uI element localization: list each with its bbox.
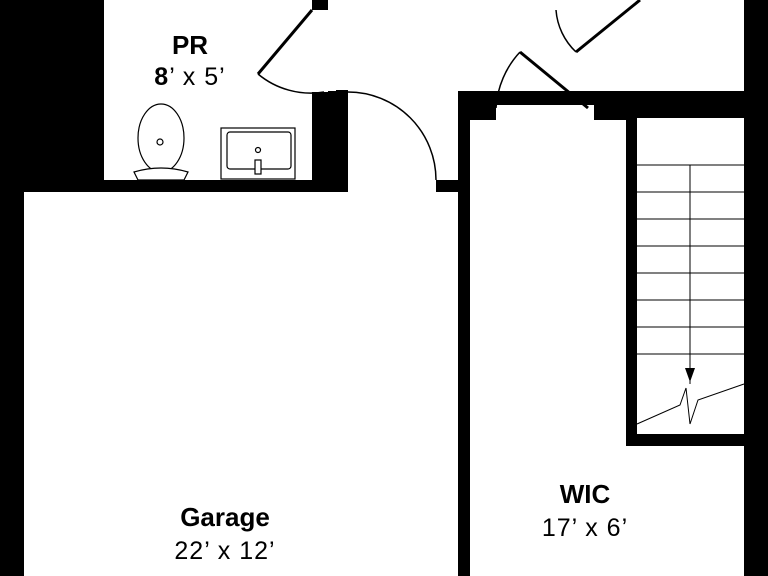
stair-break-line <box>636 383 745 425</box>
wall-pr-right-top <box>312 0 324 10</box>
hall-floor <box>328 0 744 91</box>
wall-garage-wic <box>458 108 470 576</box>
pr-door-swing <box>257 73 325 94</box>
garage-label: Garage 22’ x 12’ <box>140 502 310 566</box>
wic-door-gap <box>496 105 594 121</box>
pr-door-leaf <box>256 9 314 75</box>
pr-name: PR <box>171 30 209 60</box>
pr-door-opening <box>312 10 328 92</box>
stairs <box>636 164 745 425</box>
wic-dimensions: 17’ x 6’ <box>541 514 629 542</box>
sink-icon <box>220 127 296 180</box>
pr-dim-first: 8 <box>154 63 170 91</box>
wall-hall-left <box>336 90 348 192</box>
wall-right <box>744 0 768 576</box>
garage-door-swing <box>347 91 437 181</box>
top-door-swing <box>555 9 577 53</box>
garage-dimensions: 22’ x 12’ <box>174 537 276 565</box>
floor-areas <box>24 0 744 576</box>
wic-door-leaf <box>519 50 589 110</box>
pr-dimensions: 8’ x 5’ <box>130 63 250 92</box>
garage-door-gap <box>348 175 436 193</box>
garage-name: Garage <box>180 502 270 532</box>
wic-lower <box>626 446 744 576</box>
arrow-down-icon <box>685 368 695 382</box>
pr-dim-rest: ’ x 5’ <box>169 63 226 91</box>
wall-stair-bottom <box>626 434 744 446</box>
wall-pr-right <box>312 92 328 180</box>
wic-name: WIC <box>559 479 611 509</box>
wic-label: WIC 17’ x 6’ <box>500 479 670 543</box>
wic-floor <box>470 120 626 576</box>
doors <box>256 0 641 181</box>
wall-wic-top-left <box>458 108 496 120</box>
wall-pr-garage <box>104 180 344 192</box>
garage-floor <box>24 192 458 576</box>
pr-label: PR 8’ x 5’ <box>130 30 250 92</box>
top-door-leaf <box>575 0 641 54</box>
wall-stair-left <box>626 108 637 446</box>
toilet-icon <box>133 103 189 181</box>
wic-door-swing <box>495 51 521 109</box>
wall-garage-door-stub <box>436 180 458 192</box>
hall-floor-lower <box>348 91 458 180</box>
